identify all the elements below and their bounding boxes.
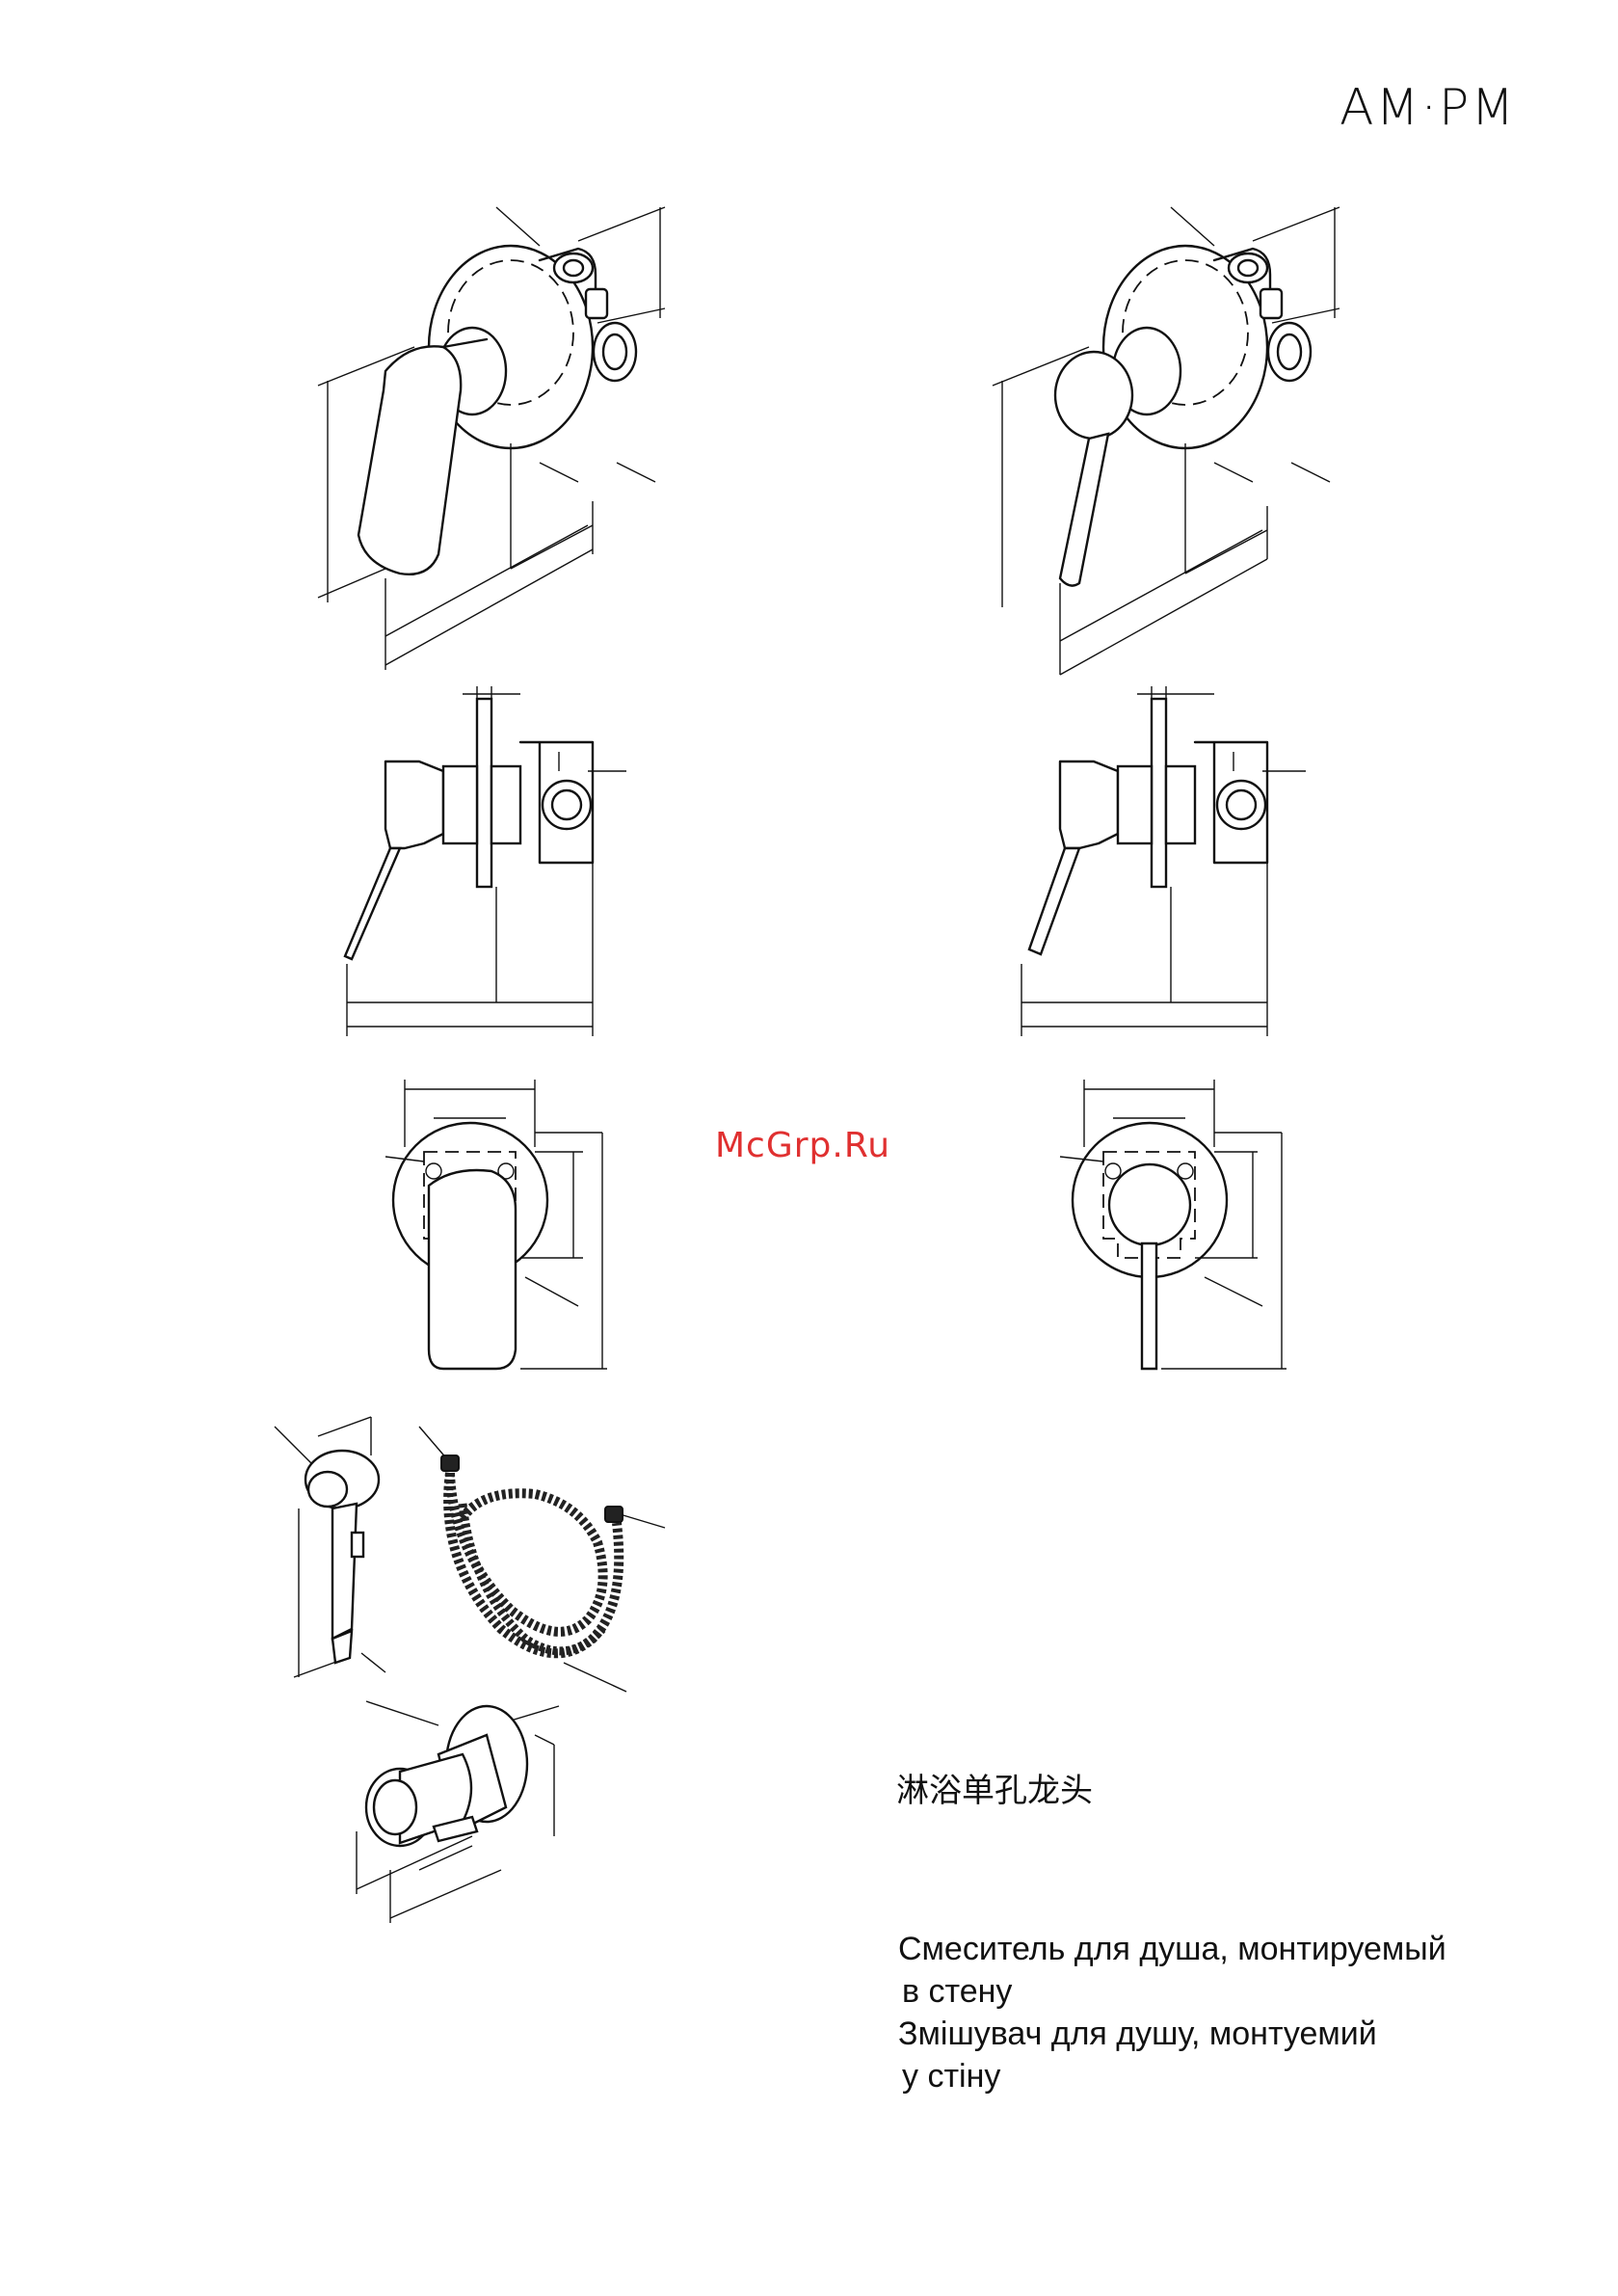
wall-connector <box>357 1701 559 1923</box>
product-title-russian-line1: Смеситель для душа, монтируемый <box>898 1928 1446 1970</box>
product-title-ukrainian-line1: Змішувач для душу, монтуемий <box>898 2013 1446 2055</box>
mixer-paddle-isometric <box>318 207 665 670</box>
hand-shower <box>275 1417 385 1677</box>
mixer-lever-isometric <box>993 207 1339 675</box>
mixer-lever-front <box>1060 1080 1286 1369</box>
mixer-paddle-side <box>345 686 626 1036</box>
mixer-lever-side <box>1021 686 1306 1036</box>
product-title-ukrainian-line2: у стіну <box>898 2055 1446 2097</box>
shower-hose <box>419 1427 665 1692</box>
product-title-chinese: 淋浴单孔龙头 <box>896 1764 1093 1811</box>
product-title-block: Смеситель для душа, монтируемый в стену … <box>898 1928 1446 2097</box>
product-title-russian-line2: в стену <box>898 1970 1446 2013</box>
mixer-paddle-front <box>385 1080 607 1369</box>
watermark-text: McGrp.Ru <box>715 1126 890 1165</box>
